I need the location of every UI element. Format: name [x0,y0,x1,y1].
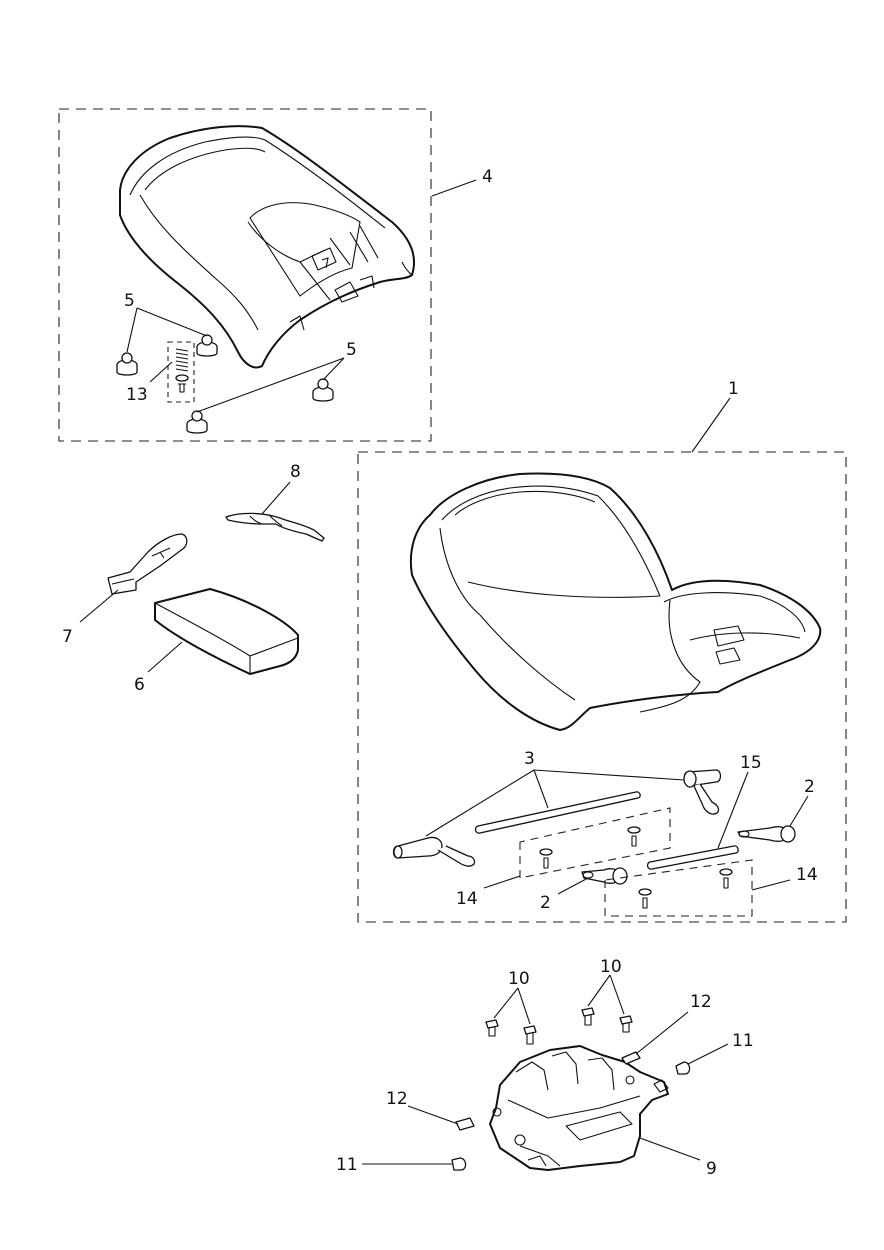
callout-5-right: 5 [346,340,357,360]
leader-lines [79,179,809,1165]
fixing-kit-1-parts [539,826,641,869]
nut-lower [451,1157,467,1171]
group-box-rider-seat [357,451,847,923]
callout-2-right: 2 [804,777,815,797]
callout-12-left: 12 [386,1089,408,1109]
group-box-spring-kit [167,341,195,403]
clip-upper [621,1051,641,1065]
foam-pad [154,588,299,675]
callout-1: 1 [728,379,739,399]
fixing-kit-2-parts [638,868,733,909]
clip-lower [455,1117,475,1131]
seat-bracket-right [683,769,722,815]
seat-badge [225,512,325,542]
seat-bracket-left [392,836,476,867]
pillion-seat [119,125,415,369]
group-box-fixing-kit-1 [519,807,671,879]
callout-7: 7 [62,627,73,647]
callout-14-right: 14 [796,865,818,885]
callout-9: 9 [706,1159,717,1179]
callout-3: 3 [524,749,535,769]
nut-upper [675,1061,691,1075]
mounting-bracket [489,1045,669,1171]
callout-14-left: 14 [456,889,478,909]
callout-11-right: 11 [732,1031,754,1051]
rubber-buffer-1 [116,352,138,376]
spring-kit [175,348,189,393]
group-box-fixing-kit-2 [604,859,753,917]
callout-13: 13 [126,385,148,405]
support-rod-short [646,845,739,870]
rubber-buffer-2 [196,334,218,357]
rider-seat [409,472,822,731]
seat-strap [107,533,188,595]
bolt-4 [619,1015,633,1033]
callout-5-left: 5 [124,291,135,311]
callout-2-center: 2 [540,893,551,913]
support-rod-long [474,791,641,834]
callout-6: 6 [134,675,145,695]
callout-10-right: 10 [600,957,622,977]
group-box-pillion [58,108,432,442]
bolt-2 [523,1025,537,1045]
callout-12-right: 12 [690,992,712,1012]
rubber-buffer-3 [312,378,334,402]
callout-10-left: 10 [508,969,530,989]
callout-4: 4 [482,167,493,187]
rubber-buffer-4 [186,410,208,434]
callout-15: 15 [740,753,762,773]
callout-11-left: 11 [336,1155,358,1175]
bolt-1 [485,1019,499,1037]
buffer-2-right [737,825,796,843]
bolt-3 [581,1007,595,1026]
callout-8: 8 [290,462,301,482]
